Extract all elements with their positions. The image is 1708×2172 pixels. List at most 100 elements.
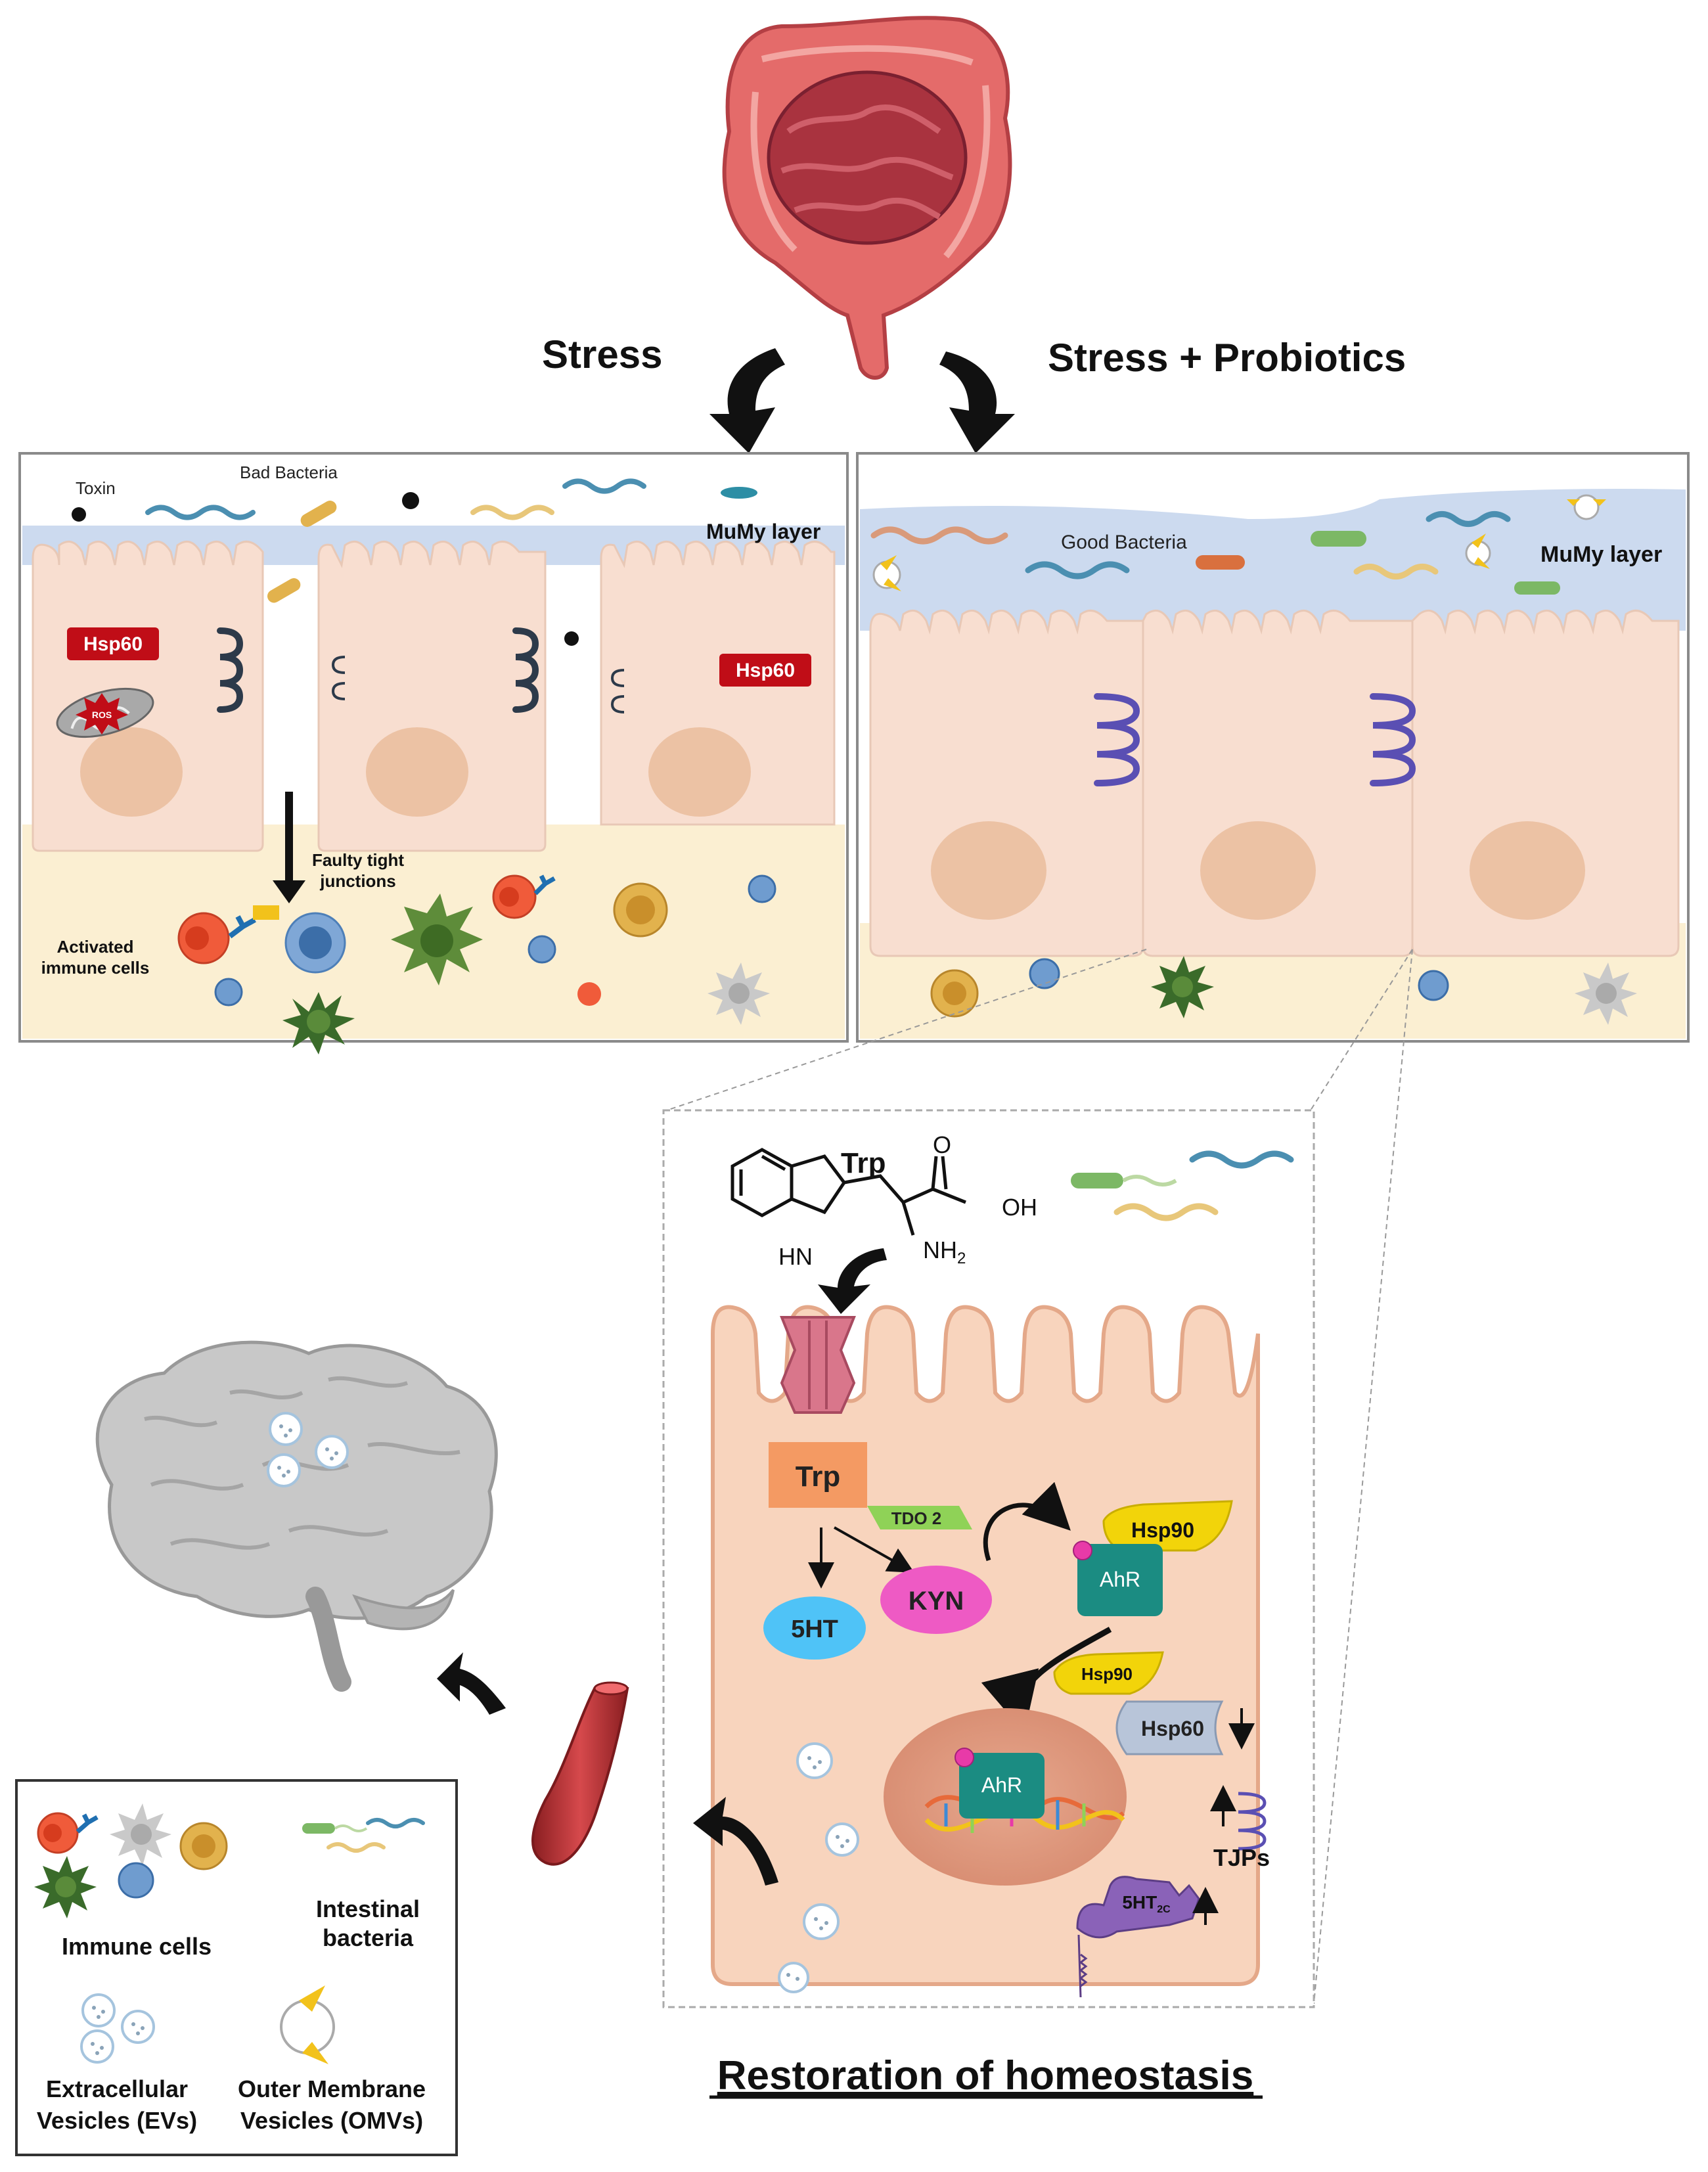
bad-bacteria-label: Bad Bacteria [240, 463, 338, 482]
probiotic-mumy-label: MuMy layer [1540, 542, 1662, 567]
bacteria-icon [1426, 511, 1511, 527]
hsp90-top-label: Hsp90 [1131, 1518, 1194, 1542]
ros-label: ROS [92, 710, 112, 720]
kyn-to-ahr-arrow [983, 1482, 1071, 1562]
oh-label: OH [1002, 1194, 1037, 1221]
receptor-label: 5HT2C [1122, 1892, 1171, 1915]
macrophage-icon [391, 894, 483, 985]
legend-immune-cells: Immune cells [62, 1933, 212, 1960]
trp-box-label: Trp [796, 1460, 840, 1493]
intestine-icon [722, 16, 1012, 380]
activated-label-2: immune cells [41, 958, 150, 978]
legend-intestinal-1: Intestinal [316, 1895, 420, 1922]
bacteria-icon [470, 505, 554, 520]
trp-box [769, 1442, 867, 1508]
hsp90-free-blob [1053, 1651, 1164, 1695]
five-ht-blob [763, 1596, 866, 1660]
ahr-to-nucleus-arrow [981, 1627, 1112, 1733]
lymphocyte-icon [179, 1822, 228, 1870]
probiotics-arrow [939, 351, 1015, 453]
legend: Immune cells Intestinal bacteria Extrace… [15, 1779, 458, 2156]
tdo2-tag [867, 1506, 972, 1529]
probiotics-panel: Good Bacteria MuMy layer [856, 452, 1690, 1043]
stress-probiotics-label: Stress + Probiotics [1048, 336, 1406, 380]
ahr-hsp90-complex: Hsp90 AhR [1073, 1500, 1233, 1616]
stress-panel: Toxin Bad Bacteria MuMy layer Hsp60 Hsp6… [18, 452, 849, 1054]
bacteria-icon [562, 478, 646, 494]
bacteria-icon [326, 1842, 386, 1853]
lymphocyte-icon [528, 935, 556, 964]
omv-icon [280, 1985, 335, 2064]
dendritic-cell-icon [282, 992, 355, 1054]
omv-icon [1465, 533, 1491, 569]
lymphocyte-icon [748, 874, 776, 903]
lymphocyte-icon [613, 882, 668, 938]
tight-junction-icon [1370, 693, 1416, 786]
lymphocyte-icon [214, 978, 243, 1007]
bacteria-icon [302, 1823, 335, 1834]
bacteria-icon [300, 501, 337, 527]
to-brain-arrow [437, 1652, 506, 1715]
vesicle-icon [80, 1993, 155, 2064]
brain-icon [95, 1340, 498, 1692]
nh2-sub: 2 [957, 1250, 966, 1267]
mechanism-panel: Trp O OH HN NH2 Trp TDO 2 5HT KY [662, 1109, 1315, 2008]
legend-ev-2: Vesicles (EVs) [37, 2107, 197, 2134]
vesicle-icon [796, 1742, 833, 1779]
bacteria-icon [334, 1824, 368, 1832]
export-arrow [693, 1797, 778, 1886]
neutrophil-icon [577, 982, 601, 1006]
toxin-label: Toxin [76, 478, 116, 498]
tight-junction-icon [1094, 693, 1140, 786]
probiotics-branch: Stress + Probiotics [939, 336, 1406, 453]
vesicle-icon [778, 1962, 809, 1993]
blood-vessel-icon [531, 1687, 629, 1866]
tdo2-label: TDO 2 [891, 1508, 942, 1528]
toxin-icon [564, 631, 579, 646]
nh2-label: NH2 [923, 1236, 966, 1267]
bacteria-icon [1311, 531, 1366, 547]
hsp90-free-label: Hsp90 [1081, 1664, 1133, 1684]
stress-mumy-label: MuMy layer [706, 520, 820, 543]
mitochondria-icon: ROS [56, 688, 154, 738]
hsp60-left-label: Hsp60 [83, 633, 143, 655]
bacteria-icon [145, 505, 256, 520]
page-title: Restoration of homeostasis [717, 2053, 1253, 2098]
tryptophan-structure [730, 1148, 966, 1236]
antibody-icon [76, 1813, 99, 1834]
bacteria-icon [1353, 564, 1439, 579]
ahr-top-label: AhR [1100, 1568, 1140, 1591]
kyn-blob [880, 1566, 992, 1634]
activated-label-1: Activated [56, 937, 133, 957]
macrophage-icon [1575, 962, 1637, 1025]
lymphocyte-icon [1418, 970, 1449, 1001]
lymphocyte-icon [284, 912, 346, 974]
bacteria-icon [1514, 581, 1560, 595]
stress-branch: Stress [542, 332, 785, 453]
bacteria-icon [1071, 1173, 1123, 1188]
uptake-arrow [818, 1248, 887, 1314]
hn-label: HN [778, 1243, 813, 1270]
hsp60-right-label: Hsp60 [736, 660, 795, 681]
toxin-icon [402, 492, 419, 509]
tjps-icon [1238, 1792, 1267, 1851]
neutrophil-icon [177, 912, 230, 964]
bacteria-icon [366, 1818, 425, 1828]
hsp60-label: Hsp60 [1141, 1717, 1204, 1740]
omv-icon [872, 555, 901, 591]
vesicle-icon [825, 1822, 859, 1857]
lymphocyte-icon [118, 1862, 154, 1899]
faulty-tj-label-2: junctions [319, 871, 396, 891]
antibody-icon [533, 874, 556, 895]
antibody-icon [228, 915, 256, 939]
macrophage-icon [110, 1803, 171, 1866]
toxin-icon [72, 507, 86, 522]
vesicle-icon [803, 1903, 840, 1940]
neutrophil-icon [492, 874, 537, 919]
stress-cell-3 [600, 540, 836, 826]
stress-arrow [709, 348, 785, 453]
macrophage-icon [708, 962, 770, 1025]
receptor-icon: 5HT2C [1076, 1876, 1200, 1998]
bacteria-icon [1189, 1150, 1294, 1169]
legend-omv-1: Outer Membrane [238, 2075, 426, 2102]
